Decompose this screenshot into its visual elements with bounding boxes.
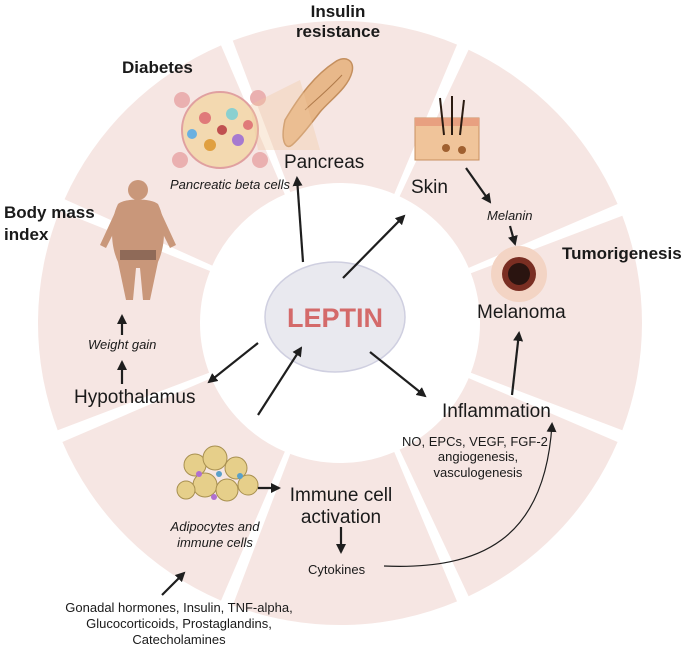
inflammation-label: Inflammation bbox=[442, 401, 551, 422]
arrow-melanin-to-melanoma bbox=[508, 225, 518, 246]
insulin-resistance-label: Insulin resistance bbox=[295, 2, 381, 41]
angiogenesis-label: angiogenesis, vasculogenesis bbox=[433, 449, 523, 480]
ring-segment bbox=[232, 452, 458, 625]
pancreatic-beta-cells-label: Pancreatic beta cells bbox=[170, 177, 290, 192]
melanoma-illustration bbox=[491, 246, 547, 302]
cytokines-label: Cytokines bbox=[308, 562, 366, 577]
ring-segment bbox=[232, 21, 458, 194]
arrow-inflammation-to-melanoma bbox=[510, 331, 524, 396]
inflammation-factors-label: NO, EPCs, VEGF, FGF-2 bbox=[402, 434, 548, 449]
arrow-skin-to-melanin bbox=[465, 167, 492, 204]
arrow-leptin-to-skin bbox=[342, 214, 406, 279]
human-figure-illustration bbox=[100, 180, 176, 300]
diabetes-label: Diabetes bbox=[122, 58, 193, 77]
melanin-label: Melanin bbox=[487, 208, 533, 223]
weight-gain-label: Weight gain bbox=[88, 337, 157, 352]
hypothalamus-label: Hypothalamus bbox=[74, 387, 196, 408]
leptin-label: LEPTIN bbox=[286, 303, 383, 333]
arrow-regulators-to-adipocytes bbox=[161, 571, 186, 596]
ring-segment bbox=[62, 378, 285, 601]
leptin-oval bbox=[264, 261, 406, 373]
ring-segment bbox=[399, 49, 618, 268]
arrow-leptin-to-inflammation bbox=[369, 351, 427, 398]
arrow-leptin-to-hypothalamus bbox=[207, 342, 259, 384]
adipocytes-label: Adipocytes and immune cells bbox=[170, 519, 260, 550]
pancreatic-islet-illustration bbox=[172, 80, 320, 169]
melanoma-label: Melanoma bbox=[477, 302, 566, 323]
skin-label: Skin bbox=[411, 177, 448, 198]
arrow-cytokines-to-inflammation bbox=[383, 422, 557, 567]
arrows bbox=[117, 167, 557, 596]
body-mass-index-label: Body mass index bbox=[4, 203, 95, 244]
skin-illustration bbox=[414, 96, 480, 161]
pancreas-label: Pancreas bbox=[284, 152, 365, 173]
arrow-leptin-to-pancreas bbox=[292, 176, 305, 263]
adipocytes-illustration bbox=[176, 445, 259, 502]
tumorigenesis-label: Tumorigenesis bbox=[562, 244, 682, 263]
regulators-label: Gonadal hormones, Insulin, TNF-alpha, Gl… bbox=[65, 600, 293, 647]
immune-cell-activation-label: Immune cell activation bbox=[289, 485, 393, 528]
ring-segment bbox=[399, 378, 618, 597]
arrow-adipocytes-to-leptin bbox=[257, 346, 303, 416]
pancreas-illustration bbox=[282, 58, 354, 148]
